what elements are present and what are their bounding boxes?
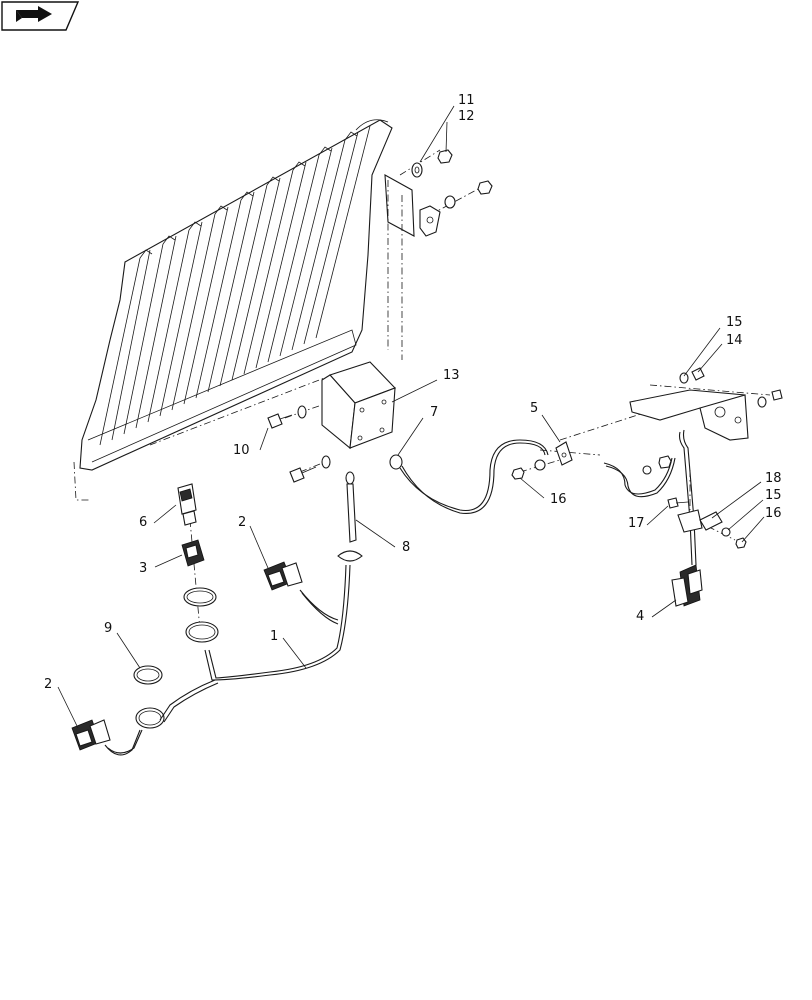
callout-12: 12 <box>458 109 475 124</box>
clamp-ring-upper <box>183 587 217 607</box>
washer-nut-16 <box>511 459 546 480</box>
callout-16a: 16 <box>550 492 567 507</box>
mounting-bracket <box>384 174 415 237</box>
callout-3: 3 <box>139 561 147 576</box>
callout-13: 13 <box>443 368 460 383</box>
callout-2-upper: 2 <box>238 515 246 530</box>
callout-11: 11 <box>458 93 475 108</box>
bracket-5 <box>555 441 573 466</box>
callout-8: 8 <box>402 540 410 555</box>
harness-right <box>603 457 673 495</box>
clip-bracket <box>419 205 441 237</box>
ring-terminal-7 <box>389 439 549 515</box>
callout-15a: 15 <box>726 315 743 330</box>
callout-4: 4 <box>636 609 644 624</box>
harness-1 <box>104 564 351 756</box>
bolt-right <box>757 389 783 408</box>
callout-9: 9 <box>104 621 112 636</box>
nut-12 <box>437 149 453 164</box>
connector-2-upper <box>263 561 303 591</box>
callout-14: 14 <box>726 333 743 348</box>
clamp-near-connector <box>135 707 165 729</box>
bolt-10 <box>267 405 307 429</box>
nav-tab[interactable] <box>1 1 80 31</box>
bolt-lower <box>289 455 331 483</box>
clamp-ring-lower <box>185 621 219 643</box>
control-box-13 <box>321 361 396 450</box>
callout-17: 17 <box>628 516 645 531</box>
connector-6 <box>177 483 197 526</box>
washer-11 <box>411 162 423 178</box>
connector-3 <box>181 539 205 567</box>
callout-5: 5 <box>530 401 538 416</box>
callout-2-lower: 2 <box>44 677 52 692</box>
callout-labels: 11 12 13 7 5 15 14 16 18 15 16 17 4 10 6… <box>44 93 782 692</box>
bolt-17 <box>667 497 689 509</box>
grille-panel <box>73 119 393 501</box>
leader-lines <box>57 105 765 729</box>
clip-18 <box>699 511 747 549</box>
small-bolts <box>642 455 672 475</box>
clamp-9 <box>133 665 163 685</box>
callout-16b: 16 <box>765 506 782 521</box>
connector-2-lower <box>71 719 111 751</box>
callout-10: 10 <box>233 443 250 458</box>
arrow-icon <box>16 6 52 22</box>
sensor-4 <box>671 429 703 607</box>
sensor-lead-8 <box>337 471 363 562</box>
callout-18: 18 <box>765 471 782 486</box>
bolt-14 <box>679 367 705 384</box>
callout-1: 1 <box>270 629 278 644</box>
main-bracket <box>629 389 749 441</box>
callout-6: 6 <box>139 515 147 530</box>
washer-nut-top <box>444 180 493 209</box>
callout-15b: 15 <box>765 488 782 503</box>
callout-7: 7 <box>430 405 438 420</box>
